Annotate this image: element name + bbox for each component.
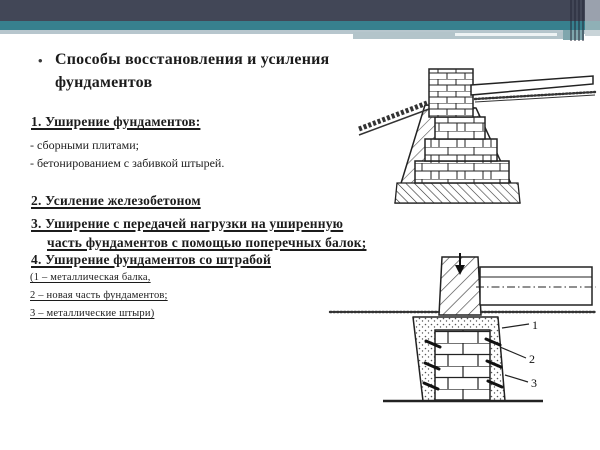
header-accent-stripe: [455, 33, 557, 36]
header-light-line: [0, 30, 600, 34]
list-item-1: 1. Уширение фундаментов:: [31, 114, 201, 129]
header-vstripe: [582, 0, 584, 41]
list-item-1-sub-1: - сборными плитами;: [30, 138, 139, 152]
part-labels: 1 2 3: [499, 318, 538, 390]
brick-wall-column: [428, 68, 474, 118]
load-arrow-icon: [455, 265, 465, 275]
wall-column-hatched: [438, 253, 482, 316]
rubble-bottom-band: [394, 182, 521, 204]
metal-pins: [422, 337, 504, 391]
header-teal-bar: [0, 21, 600, 30]
legend-note-3: 3 – металлические штыри): [30, 308, 155, 319]
slide-title: • Способы восстановления и усиления фунд…: [38, 48, 383, 94]
header-right-block: [563, 30, 584, 40]
slide-title-text: Способы восстановления и усиления фундам…: [55, 51, 330, 91]
header-vstripe: [570, 0, 572, 41]
floor-beam: [470, 75, 594, 96]
list-item-2: 2. Усиление железобетоном: [31, 193, 201, 208]
header-right-corner: [585, 0, 600, 21]
part-label-1: 1: [532, 318, 538, 332]
legend-note-2: 2 – новая часть фундаментов;: [30, 290, 168, 301]
stepped-masonry: [414, 116, 510, 184]
header-dark-bar: [0, 0, 600, 21]
list-item-1-sub-2: - бетонированием с забивкой штырей.: [30, 156, 225, 170]
part-label-2: 2: [529, 352, 535, 366]
list-item-3-line-2: часть фундаментов с помощью поперечных б…: [47, 235, 367, 250]
transverse-beam: [476, 266, 596, 306]
legend-note-1: (1 – металлическая балка,: [30, 272, 151, 283]
bullet-marker-icon: •: [38, 53, 43, 68]
header-right-corner-2: [585, 21, 600, 30]
header-vstripe: [574, 0, 576, 41]
diagram-foundation-section-top: [358, 68, 597, 204]
list-item-3: 3. Уширение с передачей нагрузки на ушир…: [31, 214, 366, 252]
part-label-3: 3: [531, 376, 537, 390]
list-item-4: 4. Уширение фундаментов со штрабой: [31, 252, 271, 267]
ground-slope-left: [358, 100, 430, 136]
old-brick-foundation: [434, 329, 491, 401]
header-vstripe: [578, 0, 580, 41]
list-item-3-line-1: 3. Уширение с передачей нагрузки на ушир…: [31, 216, 344, 231]
ground-line-right: [473, 90, 597, 103]
diagram-foundation-section-bottom: 1 2 3: [328, 253, 598, 403]
header-right-corner-3: [585, 30, 600, 36]
